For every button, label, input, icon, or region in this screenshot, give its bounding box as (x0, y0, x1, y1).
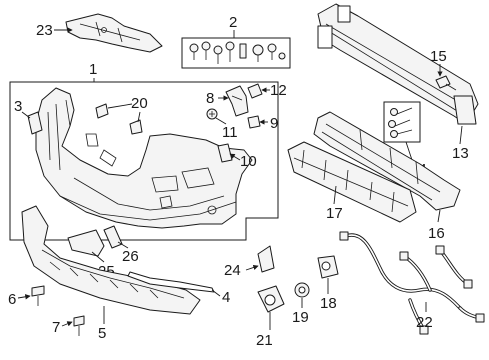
wiring-harness-part-22 (339, 231, 485, 335)
callout-12: 12 (270, 82, 287, 99)
reinforcement-beam-part-13 (317, 3, 479, 125)
callout-5: 5 (98, 325, 106, 342)
callout-6: 6 (8, 291, 16, 308)
callout-23: 23 (36, 22, 53, 39)
clip-part-12 (247, 83, 263, 99)
callout-1: 1 (89, 61, 97, 78)
nut-part-9 (247, 115, 261, 129)
callout-16: 16 (428, 225, 445, 242)
impact-bar-part-16 (313, 111, 461, 211)
callout-20: 20 (131, 95, 148, 112)
callout-2: 2 (229, 14, 237, 31)
bracket-part-24 (257, 245, 275, 273)
callout-18: 18 (320, 295, 337, 312)
bolt-set-part-14 (388, 107, 413, 138)
bumper-cover-frame (9, 81, 279, 241)
sensor-bezel-part-21 (257, 285, 285, 313)
bolt-set-frame (383, 101, 421, 143)
callout-17: 17 (326, 205, 343, 222)
air-deflector-part-25 (67, 229, 105, 257)
callout-21: 21 (256, 332, 273, 349)
callout-26: 26 (122, 248, 139, 265)
clip-part-10 (217, 143, 233, 163)
callout-22: 22 (416, 314, 433, 331)
callout-9: 9 (270, 115, 278, 132)
screw-part-11 (206, 108, 218, 120)
callout-4: 4 (222, 289, 230, 306)
screw-part-7 (73, 315, 85, 336)
callout-13: 13 (452, 145, 469, 162)
callout-10: 10 (240, 153, 257, 170)
callout-24: 24 (224, 262, 241, 279)
callout-15: 15 (430, 48, 447, 65)
retainer-part-20 (95, 103, 143, 135)
fastener-kit-part-2 (189, 41, 286, 64)
callout-7: 7 (52, 319, 60, 336)
bracket-part-8 (225, 85, 249, 117)
grommet-part-19 (294, 282, 310, 298)
callout-11: 11 (222, 124, 238, 141)
energy-absorber-part-17 (287, 141, 417, 223)
bracket-part-26 (103, 225, 123, 249)
bumper-cover-part-1 (35, 87, 253, 229)
bolt-part-15 (435, 75, 457, 91)
callout-19: 19 (292, 309, 309, 326)
parking-sensor-part-18 (317, 255, 339, 279)
upper-bracket-part-23 (65, 13, 163, 53)
clip-part-3 (27, 111, 43, 135)
fastener-kit-frame (181, 37, 291, 69)
callout-8: 8 (206, 90, 214, 107)
lower-valance-part-5 (21, 205, 201, 315)
callout-3: 3 (14, 98, 22, 115)
screw-part-6 (31, 285, 45, 306)
